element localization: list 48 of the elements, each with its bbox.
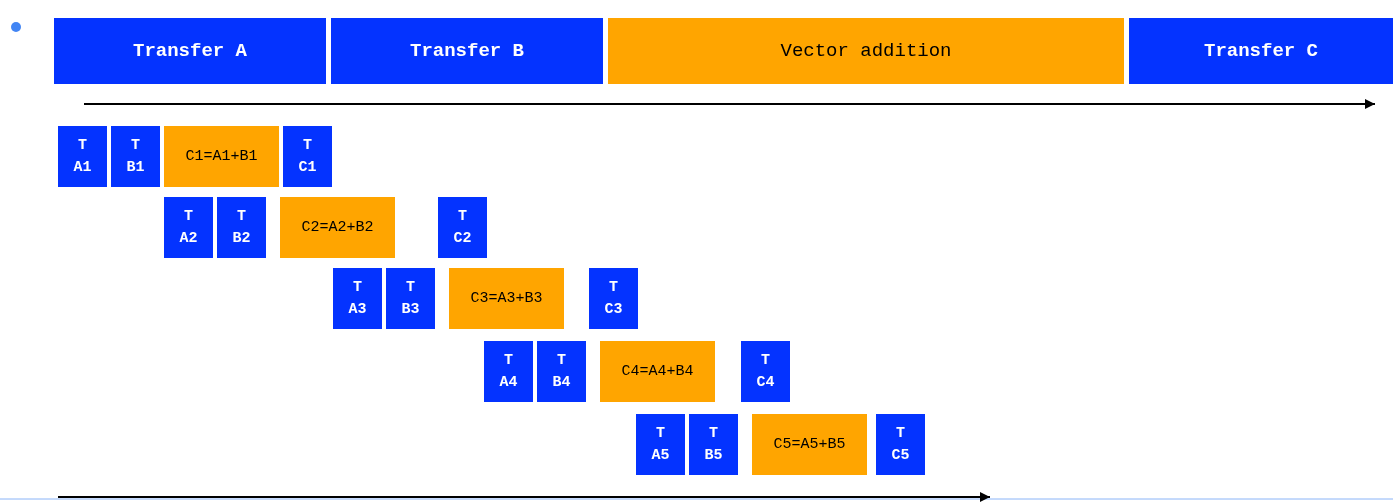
addition-block [752,414,867,475]
transfer-block [876,414,925,475]
addition-block [280,197,395,258]
block-label: Transfer C [1203,38,1319,64]
transfer-block [589,268,638,329]
block-label: T C4 [755,350,776,393]
block-label: T B1 [125,135,146,178]
block-label: Vector addition [779,38,953,64]
formula-label: C5=A5+B5 [772,434,847,455]
block-label: Transfer A [132,38,248,64]
block-label: T A3 [347,277,368,320]
phase-bar [608,18,1124,84]
phase-bar [1129,18,1393,84]
block-label: T A1 [72,135,93,178]
formula-label: C2=A2+B2 [300,217,375,238]
addition-block [164,126,279,187]
block-label: T C5 [890,423,911,466]
addition-block [600,341,715,402]
transfer-block [438,197,487,258]
block-label: T C1 [297,135,318,178]
phase-bar [54,18,326,84]
addition-block [449,268,564,329]
block-label: T A4 [498,350,519,393]
transfer-block [741,341,790,402]
block-label: T B3 [400,277,421,320]
block-label: T B5 [703,423,724,466]
block-label: Transfer B [409,38,525,64]
block-label: T C2 [452,206,473,249]
transfer-block [636,414,685,475]
transfer-block [484,341,533,402]
block-label: T A2 [178,206,199,249]
formula-label: C4=A4+B4 [620,361,695,382]
phase-bar [331,18,603,84]
formula-label: C3=A3+B3 [469,288,544,309]
block-label: T B4 [551,350,572,393]
transfer-block [283,126,332,187]
transfer-block [164,197,213,258]
block-label: T C3 [603,277,624,320]
formula-label: C1=A1+B1 [184,146,259,167]
transfer-block [689,414,738,475]
transfer-block [537,341,586,402]
transfer-block [386,268,435,329]
transfer-block [333,268,382,329]
block-label: T A5 [650,423,671,466]
transfer-block [111,126,160,187]
transfer-block [58,126,107,187]
block-label: T B2 [231,206,252,249]
transfer-block [217,197,266,258]
